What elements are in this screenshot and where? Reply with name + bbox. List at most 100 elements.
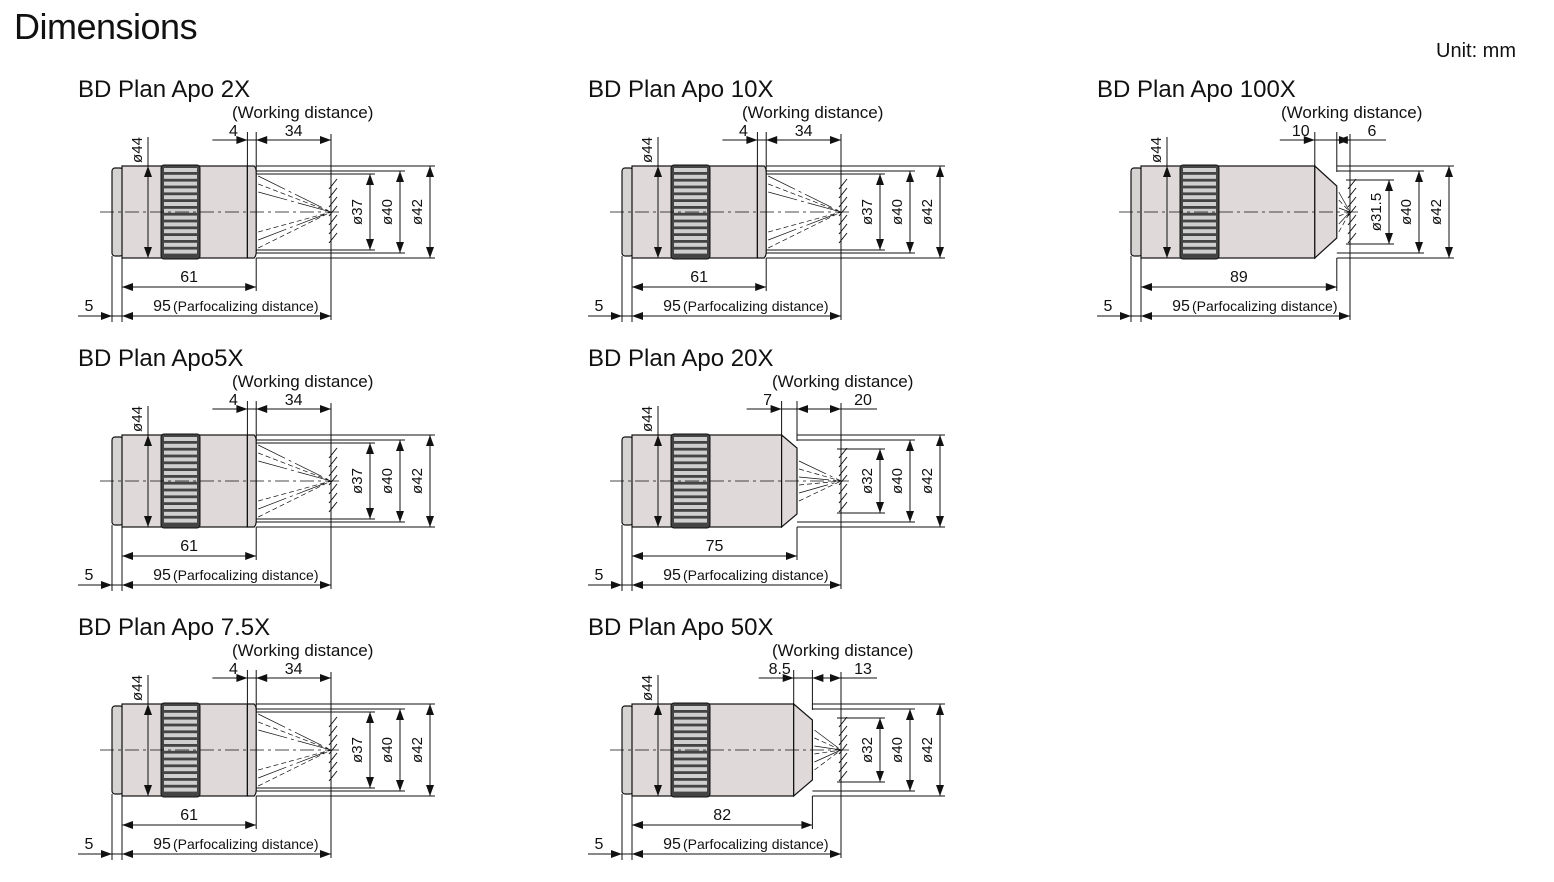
light-ray — [798, 480, 842, 486]
parfocal-label: (Parfocalizing distance) — [683, 567, 829, 583]
knurl-ridge — [674, 760, 707, 765]
knurl-ridge — [674, 477, 707, 482]
light-ray — [768, 211, 842, 249]
arrowhead — [1385, 233, 1393, 244]
outer-diameter-label: ø44 — [639, 675, 656, 701]
diameter-42-label: ø42 — [409, 199, 426, 225]
working-distance-label: (Working distance) — [232, 103, 373, 122]
light-ray — [258, 480, 332, 510]
arrowhead — [144, 704, 152, 715]
knurl-ridge — [674, 719, 707, 724]
nose-length-label: 4 — [229, 123, 238, 140]
arrowhead — [320, 405, 331, 413]
parfocal-label: (Parfocalizing distance) — [173, 836, 319, 852]
arrowhead — [906, 440, 914, 451]
light-ray — [798, 480, 842, 494]
knurl-ridge — [164, 774, 197, 778]
light-ray — [258, 191, 332, 213]
knurl-ridge — [164, 726, 197, 731]
arrowhead — [936, 785, 944, 796]
arrowhead — [632, 312, 643, 320]
knurl-ridge — [164, 719, 197, 724]
arrowhead — [654, 166, 662, 177]
knurl-ridge — [164, 733, 197, 738]
knurl-ridge — [164, 181, 197, 186]
knurl-ridge — [674, 195, 707, 200]
focal-hatch — [838, 456, 848, 468]
objective-title: BD Plan Apo 50X — [588, 614, 773, 641]
knurl-ridge — [1183, 229, 1216, 234]
light-ray — [258, 480, 332, 518]
arrowhead — [236, 136, 248, 144]
light-ray — [814, 729, 842, 751]
flange-label: 5 — [595, 298, 604, 315]
arrowhead — [101, 581, 112, 589]
arrowhead — [366, 239, 374, 250]
outer-diameter-label: ø44 — [1148, 137, 1165, 163]
knurl-ridge — [674, 181, 707, 186]
light-ray — [768, 175, 842, 213]
light-ray — [798, 476, 842, 482]
knurl-ridge — [164, 712, 197, 717]
arrowhead — [830, 674, 841, 682]
focal-hatch — [838, 205, 848, 217]
arrowhead — [876, 174, 884, 185]
arrowhead — [144, 166, 152, 177]
focal-hatch — [838, 447, 848, 459]
knurl-ridge — [164, 215, 197, 220]
arrowhead — [1303, 136, 1315, 144]
knurl-ridge — [164, 498, 197, 503]
focal-hatch — [838, 761, 848, 773]
knurl-ridge — [674, 726, 707, 731]
knurl-ridge — [674, 450, 707, 455]
knurl-ridge — [1183, 215, 1216, 220]
focal-hatch — [328, 205, 338, 217]
knurl-ridge — [164, 229, 197, 234]
arrowhead — [936, 516, 944, 527]
knurl-ridge — [164, 740, 197, 744]
objective-title: BD Plan Apo 20X — [588, 345, 773, 372]
arrowhead — [906, 171, 914, 182]
knurl-ridge — [674, 188, 707, 193]
working-distance-value: 20 — [854, 392, 872, 409]
focal-hatch — [328, 474, 338, 486]
working-distance-value: 6 — [1368, 123, 1377, 140]
focal-hatch — [1347, 196, 1357, 208]
knurl-ridge — [674, 740, 707, 744]
diameter-40-label: ø40 — [1398, 199, 1415, 225]
focal-hatch — [838, 501, 848, 513]
diameter-42-label: ø42 — [919, 199, 936, 225]
focal-hatch — [838, 743, 848, 755]
working-distance-label: (Working distance) — [232, 372, 373, 391]
parfocal-value: 95 — [663, 836, 681, 853]
nose-length-label: 7 — [763, 392, 772, 409]
arrowhead — [122, 850, 133, 858]
nose-length-label: 4 — [229, 392, 238, 409]
parfocal-label: (Parfocalizing distance) — [173, 567, 319, 583]
knurl-ridge — [674, 242, 707, 247]
knurl-ridge — [164, 505, 197, 509]
light-ray — [258, 175, 332, 213]
objective-title: BD Plan Apo 100X — [1097, 76, 1296, 103]
focal-hatch — [838, 214, 848, 226]
diameter-40-label: ø40 — [889, 468, 906, 494]
focal-hatch — [328, 223, 338, 235]
arrowhead — [1120, 312, 1131, 320]
arrowhead — [786, 552, 797, 560]
page-title: Dimensions — [14, 6, 198, 47]
arrowhead — [366, 174, 374, 185]
parfocal-label: (Parfocalizing distance) — [173, 298, 319, 314]
arrowhead — [320, 136, 331, 144]
arrowhead — [830, 136, 841, 144]
focal-hatch — [1347, 187, 1357, 199]
arrowhead — [101, 312, 112, 320]
arrowhead — [101, 850, 112, 858]
parfocal-value: 95 — [153, 836, 171, 853]
arrowhead — [320, 312, 331, 320]
arrowhead — [1339, 312, 1350, 320]
